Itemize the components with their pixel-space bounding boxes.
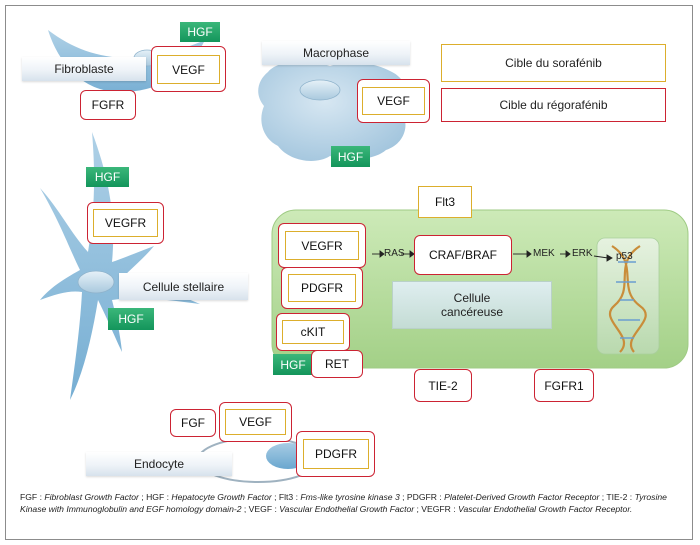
cancer-cell-label: Cellule cancéreuse (392, 281, 552, 329)
footnote: FGF : Fibroblast Growth Factor ; HGF : H… (20, 492, 667, 514)
ret-regorafenib: RET (311, 350, 363, 378)
legend-regorafenib-target: Cible du régorafénib (441, 88, 666, 122)
ckit-sorafenib: cKIT (282, 320, 344, 344)
hgf-badge-cancer: HGF (273, 354, 313, 375)
vegfr-sorafenib-stellate: VEGFR (93, 209, 158, 237)
pathway-erk: ERK (572, 248, 593, 259)
hgf-badge-fibroblast: HGF (180, 22, 220, 42)
dna-panel (596, 237, 660, 355)
fgf-regorafenib: FGF (170, 409, 216, 437)
endocyte-label: Endocyte (86, 452, 232, 476)
cancer-cell-label-line2: cancéreuse (440, 305, 504, 319)
stellate-label: Cellule stellaire (119, 273, 248, 300)
pdgfr-sorafenib-cancer: PDGFR (288, 274, 356, 302)
pathway-ras: RAS (384, 248, 405, 259)
fgfr1-regorafenib: FGFR1 (534, 369, 594, 402)
pathway-p53: p53 (616, 251, 633, 262)
macrophage-nucleus (299, 79, 341, 101)
vegf-sorafenib-fibroblast: VEGF (157, 55, 220, 84)
vegfr-sorafenib-cancer: VEGFR (285, 231, 359, 260)
fibroblast-label: Fibroblaste (22, 57, 146, 81)
vegf-sorafenib-endocyte: VEGF (225, 409, 286, 435)
tie2-regorafenib: TIE-2 (414, 369, 472, 402)
stellate-nucleus (77, 270, 115, 294)
cancer-cell-label-line1: Cellule (453, 291, 491, 305)
stellate-cell (40, 132, 200, 400)
flt3-sorafenib: Flt3 (418, 186, 472, 218)
hgf-badge-stellate-bottom: HGF (108, 308, 154, 330)
vegf-sorafenib-macrophage: VEGF (362, 87, 425, 115)
hgf-badge-stellate-top: HGF (86, 167, 129, 187)
fgfr-fibroblast: FGFR (80, 90, 136, 120)
pdgfr-sorafenib-endocyte: PDGFR (303, 439, 369, 469)
pathway-mek: MEK (533, 248, 555, 259)
legend-sorafenib-target: Cible du sorafénib (441, 44, 666, 82)
craf-braf-regorafenib (414, 235, 512, 275)
craf-braf-label: CRAF/BRAF (428, 248, 497, 262)
hgf-badge-macrophage: HGF (331, 146, 370, 167)
macrophage-label: Macrophase (262, 41, 410, 65)
